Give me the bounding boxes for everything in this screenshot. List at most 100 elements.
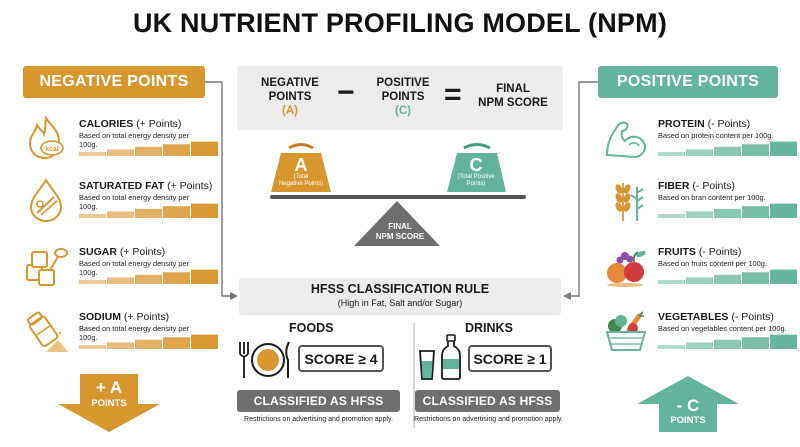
scale-bar-2 [686, 149, 713, 156]
scale-bar-3 [135, 339, 162, 349]
weight-a: A (Total Negative Points) [278, 155, 324, 187]
points-scale-bars [79, 269, 218, 284]
nutrient-name: VEGETABLES (- Points) [658, 311, 774, 323]
scale-bar-4 [742, 206, 769, 218]
nutrient-desc: Based on total energy density per 100g. [79, 131, 190, 149]
scale-bar-4 [742, 337, 769, 349]
flame-kcal-icon: kcal [28, 115, 64, 160]
scale-bar-4 [742, 144, 769, 156]
balance-scale [270, 143, 526, 246]
foods-restriction-note: Restrictions on advertising and promotio… [244, 416, 393, 423]
scale-bar-5 [191, 203, 218, 218]
scale-bar-2 [107, 211, 134, 218]
nutrient-fiber: FIBER (- Points) Based on bran content p… [603, 177, 797, 239]
drinks-restriction-note: Restrictions on advertising and promotio… [414, 416, 563, 423]
points-scale-bars [658, 269, 797, 284]
hfss-title: HFSS CLASSIFICATION RULE [310, 282, 490, 296]
equals-sign: = [444, 78, 462, 111]
points-scale-bars [79, 141, 218, 156]
nutrient-desc: Based on fruits content per 100g. [658, 259, 767, 268]
drinks-classified-badge: CLASSIFIED AS HFSS [415, 390, 560, 412]
plate-cutlery-icon [239, 341, 290, 378]
scale-bar-4 [163, 144, 190, 156]
negative-arrow-label: + A POINTS [91, 378, 127, 409]
formula-final-term: FINAL NPM SCORE [478, 83, 548, 109]
scale-bar-4 [163, 206, 190, 218]
points-scale-bars [79, 203, 218, 218]
nutrient-protein: PROTEIN (- Points) Based on protein cont… [603, 115, 797, 177]
nutrient-name: CALORIES (+ Points) [79, 118, 182, 130]
salt-shaker-icon [26, 311, 68, 352]
nutrient-desc: Based on total energy density per 100g. [79, 193, 190, 211]
scale-bar-1 [79, 214, 106, 218]
scale-bar-1 [658, 214, 685, 218]
scale-bar-3 [714, 146, 741, 156]
nutrient-name: FIBER (- Points) [658, 180, 736, 192]
positive-arrow-label: - C POINTS [670, 396, 706, 427]
formula-positive-term: POSITIVE POINTS (C) [376, 77, 430, 117]
scale-bar-2 [107, 277, 134, 284]
flexed-arm-icon [605, 121, 646, 159]
scale-bar-1 [79, 345, 106, 349]
nutrient-calories: kcal CALORIES (+ Points) Based on total … [24, 115, 218, 177]
scale-bar-3 [135, 208, 162, 218]
minus-sign: − [337, 76, 355, 109]
scale-bar-3 [714, 339, 741, 349]
scale-bar-2 [107, 342, 134, 349]
drinks-heading: DRINKS [465, 321, 513, 335]
vegetable-basket-icon [605, 311, 647, 351]
scale-bar-5 [191, 334, 218, 349]
points-scale-bars [658, 141, 797, 156]
nutrient-name: SATURATED FAT (+ Points) [79, 180, 213, 192]
scale-bar-1 [658, 152, 685, 156]
svg-text:kcal: kcal [45, 146, 59, 153]
scale-bar-2 [107, 149, 134, 156]
scale-bar-3 [714, 208, 741, 218]
positive-up-arrow [637, 376, 739, 432]
scale-bar-1 [658, 280, 685, 284]
nutrient-vegetables: VEGETABLES (- Points) Based on vegetable… [603, 308, 797, 370]
scale-bar-4 [163, 272, 190, 284]
nutrient-name: SODIUM (+ Points) [79, 311, 170, 323]
points-scale-bars [658, 203, 797, 218]
formula-negative-term: NEGATIVE POINTS (A) [261, 77, 319, 117]
nutrient-sugar: SUGAR (+ Points) Based on total energy d… [24, 243, 218, 305]
scale-bar-2 [686, 211, 713, 218]
foods-heading: FOODS [289, 321, 334, 335]
scale-bar-1 [79, 280, 106, 284]
formula-box: NEGATIVE POINTS (A) − POSITIVE POINTS (C… [237, 66, 563, 130]
nutrient-name: FRUITS (- Points) [658, 246, 742, 258]
nutrient-saturated-fat: SATURATED FAT (+ Points) Based on total … [24, 177, 218, 239]
scale-bar-5 [770, 141, 797, 156]
sugar-cubes-icon [26, 248, 68, 286]
nutrient-desc: Based on vegetables content per 100g. [658, 324, 787, 333]
fruits-icon [607, 250, 646, 287]
scale-bar-5 [770, 203, 797, 218]
nutrient-fruits: FRUITS (- Points) Based on fruits conten… [603, 243, 797, 305]
nutrient-name: SUGAR (+ Points) [79, 246, 166, 258]
wheat-icon [615, 183, 644, 221]
scale-bar-2 [686, 277, 713, 284]
hfss-subtitle: (High in Fat, Salt and/or Sugar) [337, 298, 463, 308]
scale-bar-2 [686, 342, 713, 349]
scale-bar-5 [770, 269, 797, 284]
positive-points-header: POSITIVE POINTS [598, 66, 778, 98]
glass-bottle-icon [419, 334, 461, 380]
nutrient-desc: Based on bran content per 100g. [658, 193, 766, 202]
scale-bar-3 [714, 274, 741, 284]
fat-drop-icon [29, 178, 63, 223]
scale-bar-5 [191, 141, 218, 156]
negative-down-arrow [58, 374, 160, 432]
scale-bar-1 [79, 152, 106, 156]
scale-bar-4 [742, 272, 769, 284]
scale-bar-5 [770, 334, 797, 349]
scale-bar-3 [135, 146, 162, 156]
scale-bar-4 [163, 337, 190, 349]
nutrient-name: PROTEIN (- Points) [658, 118, 751, 130]
scale-bar-5 [191, 269, 218, 284]
foods-score-threshold: SCORE ≥ 4 [298, 345, 384, 372]
scale-bar-1 [658, 345, 685, 349]
nutrient-desc: Based on total energy density per 100g. [79, 259, 190, 277]
foods-classified-badge: CLASSIFIED AS HFSS [237, 390, 400, 412]
